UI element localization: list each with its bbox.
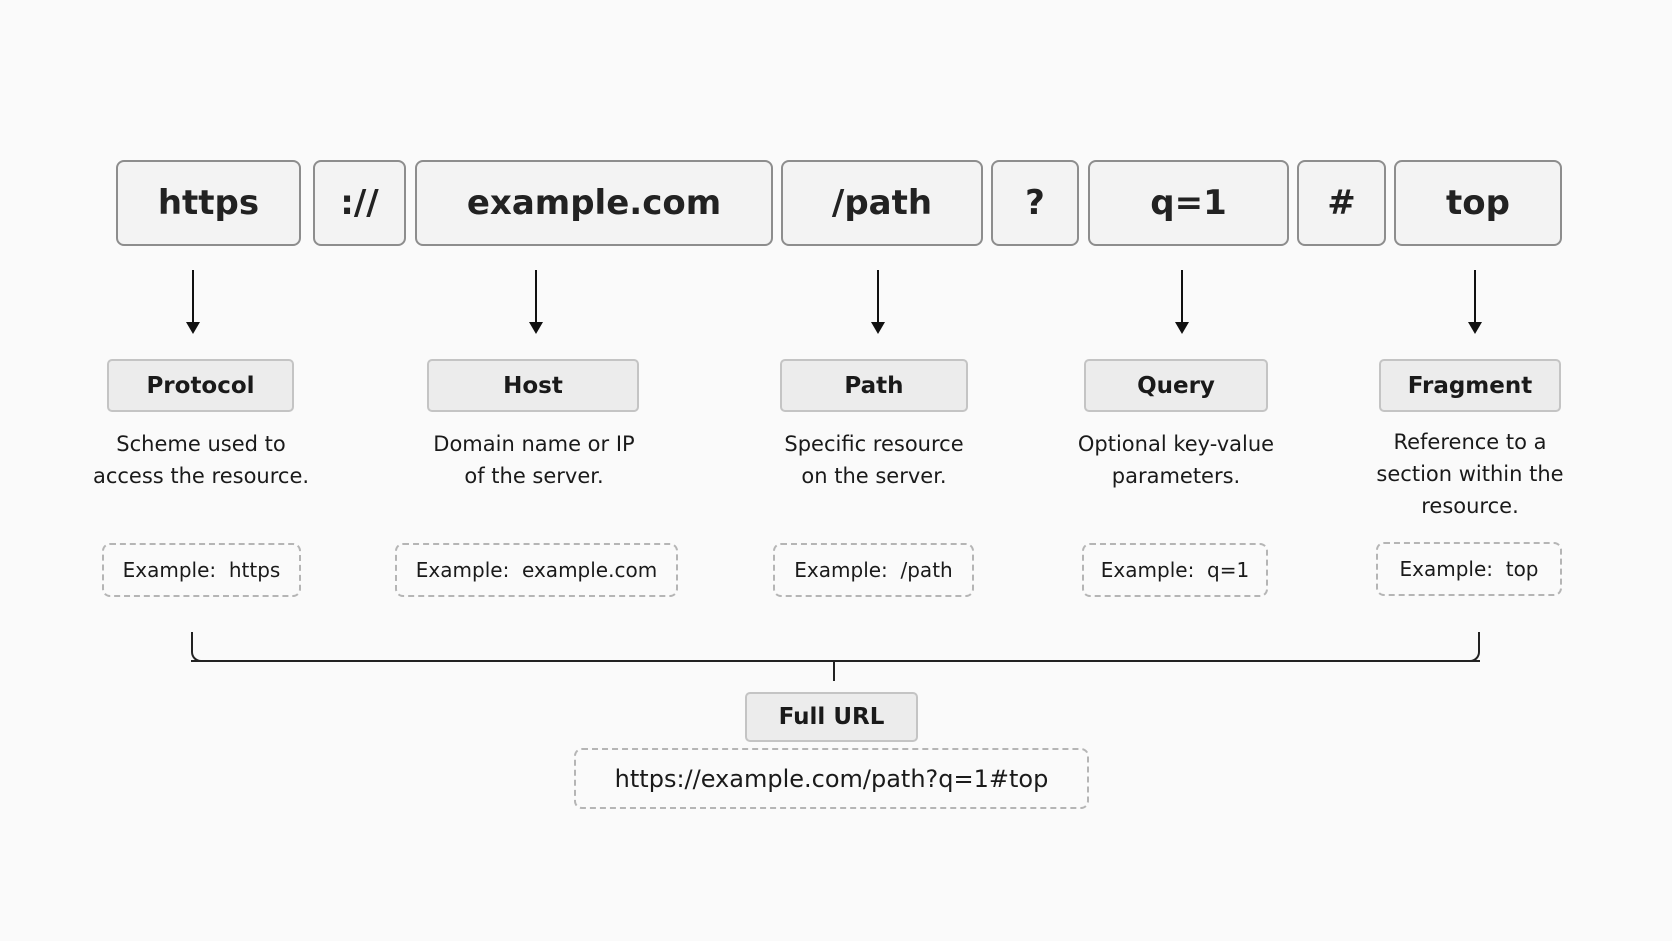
full-url-label: Full URL bbox=[745, 692, 918, 742]
component-example-host: Example: example.com bbox=[395, 543, 678, 597]
bracket-right-end bbox=[1468, 632, 1480, 662]
desc-line: access the resource. bbox=[92, 464, 310, 488]
component-example-fragment: Example: top bbox=[1376, 542, 1562, 596]
arrow-query bbox=[1175, 270, 1189, 334]
desc-line: Specific resource bbox=[784, 432, 964, 456]
component-desc-query: Optional key-value parameters. bbox=[1046, 428, 1306, 492]
desc-line: Domain name or IP bbox=[433, 432, 635, 456]
component-desc-protocol: Scheme used to access the resource. bbox=[71, 428, 331, 492]
desc-line: Reference to a bbox=[1393, 430, 1547, 454]
arrow-path bbox=[871, 270, 885, 334]
desc-line: of the server. bbox=[464, 464, 604, 488]
desc-line: parameters. bbox=[1111, 464, 1241, 488]
component-example-query: Example: q=1 bbox=[1082, 543, 1268, 597]
segment-host: example.com bbox=[415, 160, 773, 246]
bracket-left-end bbox=[191, 632, 203, 662]
desc-line: Scheme used to bbox=[116, 432, 286, 456]
full-url-value: https://example.com/path?q=1#top bbox=[574, 748, 1089, 809]
component-example-path: Example: /path bbox=[773, 543, 974, 597]
segment-path: /path bbox=[781, 160, 983, 246]
component-label-protocol: Protocol bbox=[107, 359, 294, 412]
desc-line: on the server. bbox=[801, 464, 947, 488]
component-label-path: Path bbox=[780, 359, 968, 412]
desc-line: Optional key-value bbox=[1077, 432, 1275, 456]
arrow-protocol bbox=[186, 270, 200, 334]
component-label-fragment: Fragment bbox=[1379, 359, 1561, 412]
bracket-stem bbox=[833, 661, 835, 681]
segment-fragment: top bbox=[1394, 160, 1562, 246]
segment-scheme-separator: :// bbox=[313, 160, 406, 246]
component-label-host: Host bbox=[427, 359, 639, 412]
segment-query: q=1 bbox=[1088, 160, 1289, 246]
component-desc-host: Domain name or IP of the server. bbox=[404, 428, 664, 492]
desc-line: resource. bbox=[1421, 494, 1519, 518]
segment-query-separator: ? bbox=[991, 160, 1079, 246]
segment-fragment-separator: # bbox=[1297, 160, 1386, 246]
component-label-query: Query bbox=[1084, 359, 1268, 412]
desc-line: section within the bbox=[1376, 462, 1564, 486]
segment-protocol: https bbox=[116, 160, 301, 246]
component-example-protocol: Example: https bbox=[102, 543, 301, 597]
arrow-fragment bbox=[1468, 270, 1482, 334]
bracket-line bbox=[191, 660, 1480, 662]
component-desc-path: Specific resource on the server. bbox=[744, 428, 1004, 492]
arrow-host bbox=[529, 270, 543, 334]
component-desc-fragment: Reference to a section within the resour… bbox=[1340, 426, 1600, 522]
